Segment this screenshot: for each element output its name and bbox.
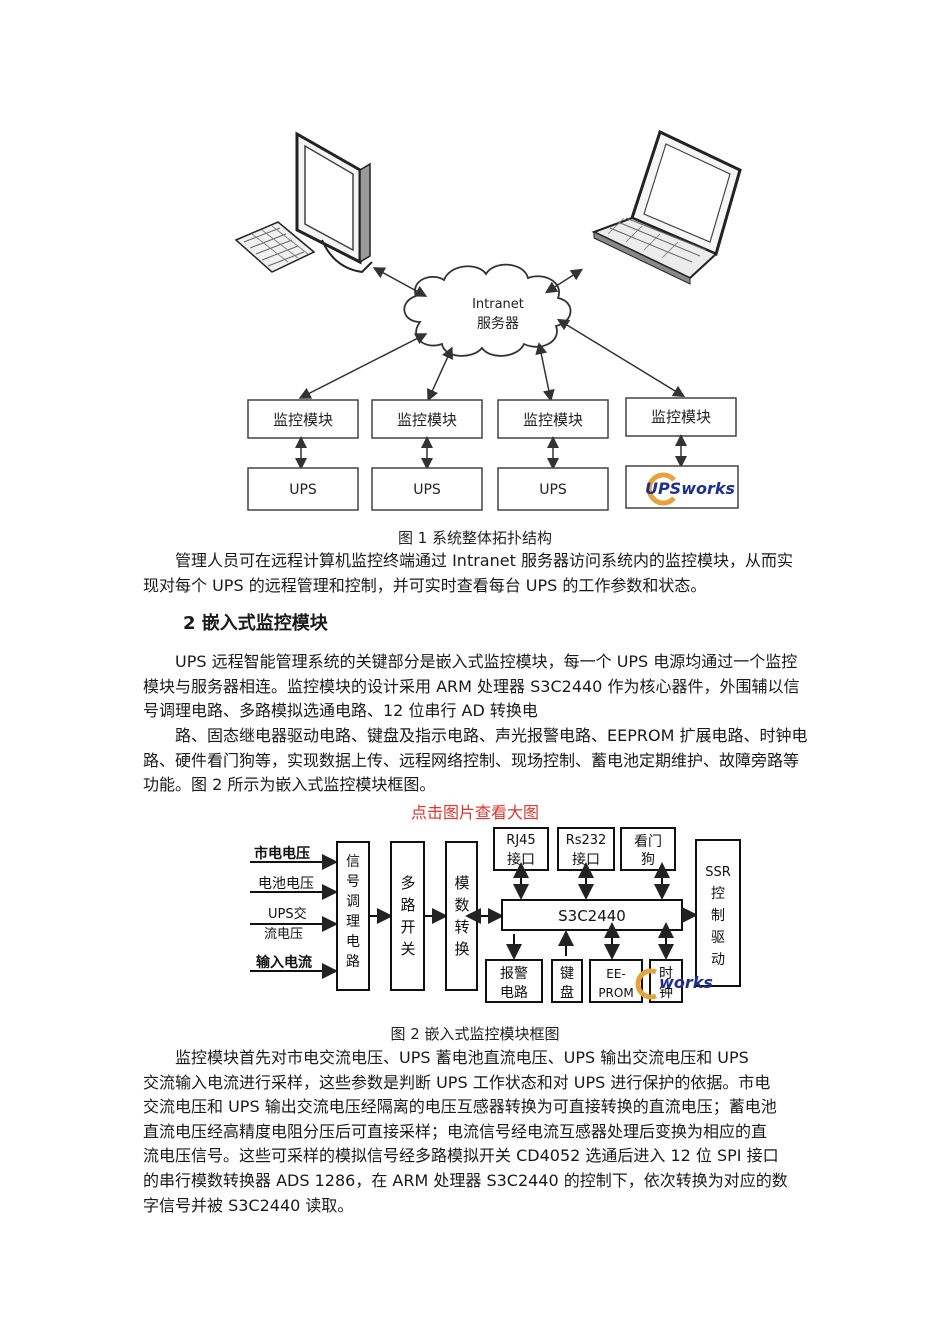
input-label-ups-ac-2: 流电压 xyxy=(264,927,303,942)
svg-text:看门: 看门 xyxy=(634,834,662,850)
paragraph-4-line: 流电压信号。这些可采样的模拟信号经多路模拟开关 CD4052 选通后进入 12 … xyxy=(143,1146,779,1166)
svg-text:监控模块: 监控模块 xyxy=(397,411,457,429)
svg-text:控: 控 xyxy=(711,886,725,902)
svg-text:键: 键 xyxy=(560,966,574,982)
svg-text:监控模块: 监控模块 xyxy=(523,411,583,429)
svg-text:理: 理 xyxy=(346,914,360,930)
multiplexer-box: 多 路 开 关 xyxy=(390,841,425,991)
watermark-logo-text: works xyxy=(659,973,713,992)
monitor-module-box: 监控模块 xyxy=(371,399,483,439)
laptop-icon xyxy=(591,129,742,285)
eeprom-box: EE- PROM xyxy=(589,959,643,1003)
ups-box: UPS xyxy=(371,467,483,511)
input-label-mains-voltage: 市电电压 xyxy=(254,845,310,862)
keyboard-box: 键 盘 xyxy=(551,959,583,1003)
svg-text:盘: 盘 xyxy=(560,984,574,1001)
svg-text:UPS: UPS xyxy=(289,482,317,498)
svg-text:数: 数 xyxy=(454,896,469,914)
figure-1-caption: 图 1 系统整体拓扑结构 xyxy=(397,529,553,547)
paragraph-4-body: 交流输入电流进行采样，这些参数是判断 UPS 工作状态和对 UPS 进行保护的依… xyxy=(143,1071,823,1219)
svg-text:电路: 电路 xyxy=(500,985,528,1001)
paragraph-4-line: 直流电压经高精度电阻分压后可直接采样；电流信号经电流互感器处理后变换为相应的直 xyxy=(143,1121,768,1141)
monitor-module-box: 监控模块 xyxy=(625,397,737,437)
watermark-logo-arc xyxy=(646,472,676,506)
svg-text:转: 转 xyxy=(454,918,469,936)
monitor-module-box: 监控模块 xyxy=(247,399,359,439)
svg-text:开: 开 xyxy=(400,918,415,936)
svg-text:号: 号 xyxy=(346,874,360,890)
svg-text:多: 多 xyxy=(400,874,415,892)
svg-text:监控模块: 监控模块 xyxy=(273,411,333,429)
adc-box: 模 数 转 换 xyxy=(445,841,478,991)
svg-text:Rs232: Rs232 xyxy=(566,833,607,848)
paragraph-4-line: 交流输入电流进行采样，这些参数是判断 UPS 工作状态和对 UPS 进行保护的依… xyxy=(143,1072,771,1092)
svg-text:关: 关 xyxy=(400,940,415,958)
cloud-label-server: 服务器 xyxy=(477,316,519,332)
svg-text:S3C2440: S3C2440 xyxy=(558,907,626,925)
ups-box: UPS xyxy=(247,467,359,511)
monitor-module-box: 监控模块 xyxy=(497,399,609,439)
paragraph-3: 路、固态继电器驱动电路、键盘及指示电路、声光报警电路、EEPROM 扩展电路、时… xyxy=(143,726,808,795)
paragraph-2: UPS 远程智能管理系统的关键部分是嵌入式监控模块，每一个 UPS 电源均通过一… xyxy=(143,652,800,721)
svg-text:制: 制 xyxy=(711,908,725,924)
figure-2-block-diagram: 市电电压 电池电压 UPS交 流电压 输入电流 信 号 调 理 电 路 多 路 … xyxy=(250,827,741,1003)
input-label-battery-voltage: 电池电压 xyxy=(258,876,314,892)
paragraph-4-line: 的串行模数转换器 ADS 1286，在 ARM 处理器 S3C2440 的控制下… xyxy=(143,1170,788,1190)
svg-text:UPS: UPS xyxy=(539,482,567,498)
view-large-image-link[interactable]: 点击图片查看大图 xyxy=(410,803,539,822)
svg-text:UPS: UPS xyxy=(413,482,441,498)
svg-text:接口: 接口 xyxy=(507,851,535,868)
ups-box: UPS xyxy=(497,467,609,511)
cpu-s3c2440-box: S3C2440 xyxy=(501,899,683,931)
paragraph-4-line: 监控模块首先对市电交流电压、UPS 蓄电池直流电压、UPS 输出交流电压和 UP… xyxy=(175,1048,749,1067)
ups-box-with-watermark: UPSworks xyxy=(625,465,739,509)
svg-text:换: 换 xyxy=(454,940,469,958)
svg-text:电: 电 xyxy=(346,934,360,950)
svg-text:路: 路 xyxy=(346,954,360,970)
svg-text:驱: 驱 xyxy=(711,930,725,946)
svg-text:PROM: PROM xyxy=(598,986,633,1000)
figure-2-caption: 图 2 嵌入式监控模块框图 xyxy=(390,1025,560,1043)
input-label-input-current: 输入电流 xyxy=(256,954,312,971)
svg-text:RJ45: RJ45 xyxy=(506,833,535,848)
rs232-interface-box: Rs232 接口 xyxy=(557,827,615,871)
signal-conditioning-box: 信 号 调 理 电 路 xyxy=(336,841,370,991)
paragraph-4-line: 字信号并被 S3C2440 读取。 xyxy=(143,1195,354,1215)
paragraph-1: 管理人员可在远程计算机监控终端通过 Intranet 服务器访问系统内的监控模块… xyxy=(143,551,793,595)
svg-text:钟: 钟 xyxy=(659,984,673,1001)
cloud-label-intranet: Intranet xyxy=(472,297,524,312)
svg-text:报警: 报警 xyxy=(500,966,528,982)
paragraph-4: 监控模块首先对市电交流电压、UPS 蓄电池直流电压、UPS 输出交流电压和 UP… xyxy=(143,1046,823,1071)
watchdog-box: 看门 狗 xyxy=(620,827,676,871)
svg-text:动: 动 xyxy=(711,952,725,968)
svg-text:狗: 狗 xyxy=(641,852,655,868)
figure-1-topology-diagram: Intranet 服务器 监控模块 监控模块 监控模块 监控模块 UPS UPS xyxy=(234,129,742,511)
svg-text:时: 时 xyxy=(659,966,673,982)
desktop-computer-icon xyxy=(234,131,373,274)
svg-text:模: 模 xyxy=(454,874,469,892)
ssr-driver-box: SSR 控 制 驱 动 xyxy=(695,839,741,987)
watermark-logo-arc xyxy=(635,968,657,1000)
rj45-interface-box: RJ45 接口 xyxy=(493,827,549,871)
intranet-cloud: Intranet 服务器 xyxy=(403,263,572,357)
paragraph-4-line: 交流电压和 UPS 输出交流电压经隔离的电压互感器转换为可直接转换的直流电压；蓄… xyxy=(143,1097,777,1117)
svg-text:EE-: EE- xyxy=(606,967,626,981)
svg-text:路: 路 xyxy=(400,896,415,914)
svg-text:调: 调 xyxy=(346,894,360,910)
section-heading: 2 嵌入式监控模块 xyxy=(183,613,328,634)
svg-text:监控模块: 监控模块 xyxy=(651,408,711,426)
svg-text:接口: 接口 xyxy=(572,851,600,868)
alarm-circuit-box: 报警 电路 xyxy=(485,959,543,1003)
watermark-logo-text: UPSworks xyxy=(645,479,735,498)
input-label-ups-ac-1: UPS交 xyxy=(268,906,307,922)
svg-text:信: 信 xyxy=(346,854,360,870)
svg-text:SSR: SSR xyxy=(705,865,731,880)
